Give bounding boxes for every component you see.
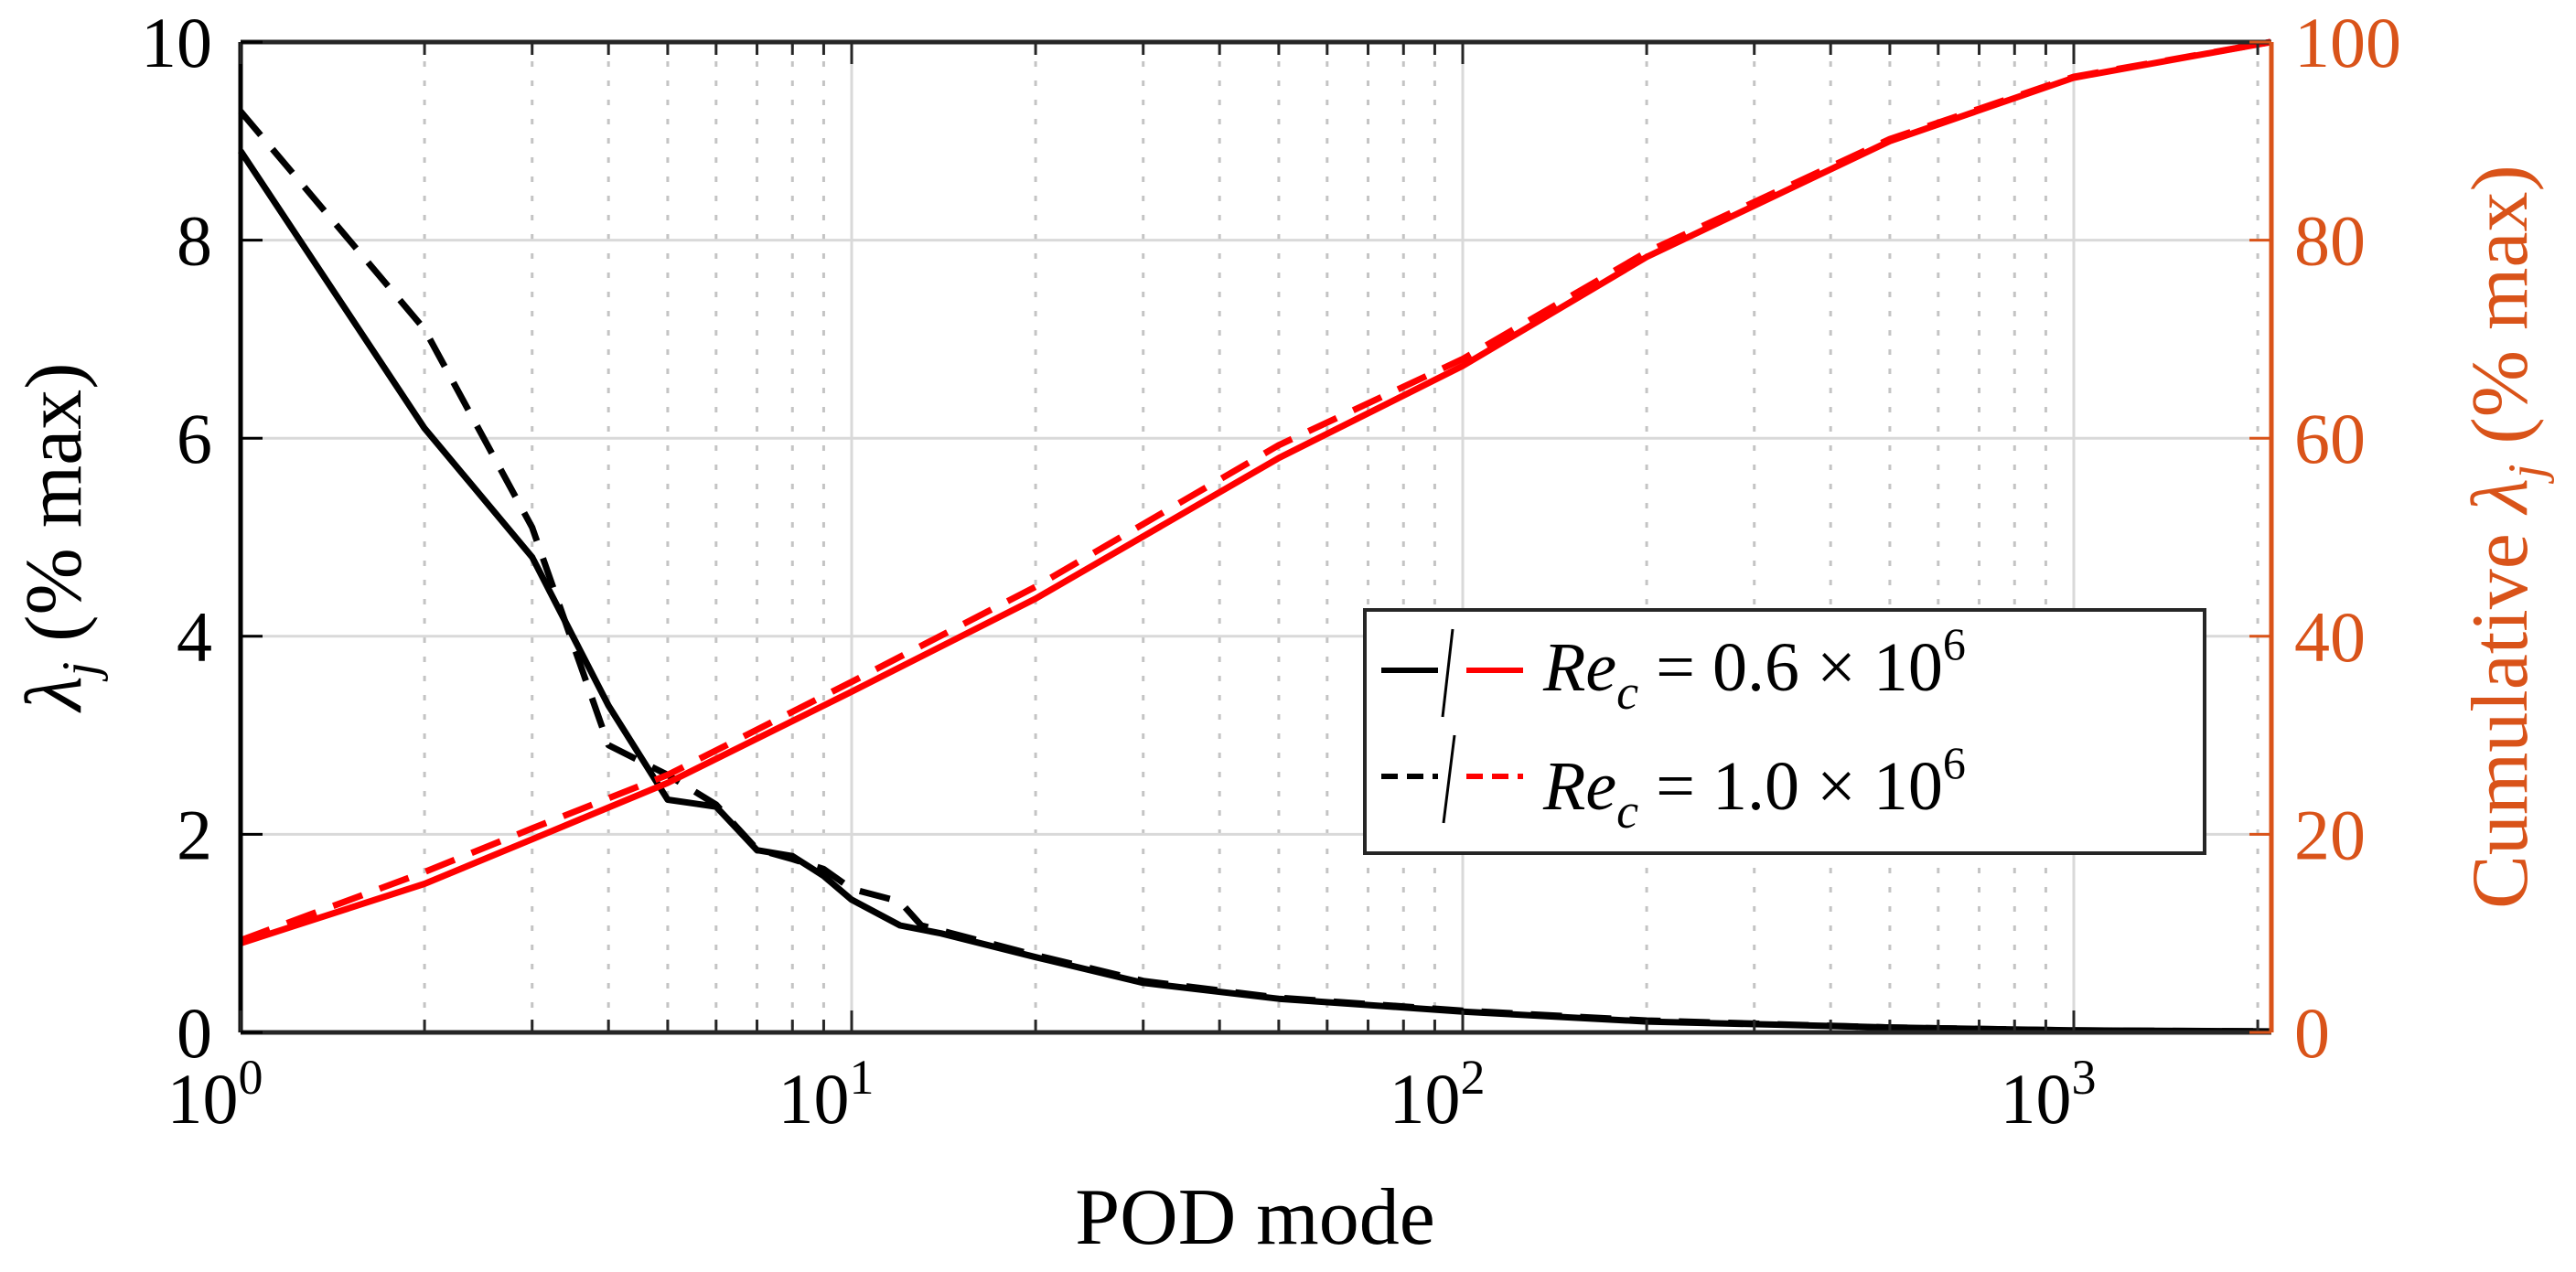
y2-tick-label: 100 (2294, 3, 2401, 82)
x-tick-label: 101 (778, 1050, 875, 1138)
y-tick-label: 6 (177, 399, 212, 478)
axes-frame (238, 39, 2274, 1035)
y2-axis-label: Cumulative λj (% max) (2456, 165, 2555, 909)
x-tick-label: 102 (1390, 1050, 1486, 1138)
x-tick-label: 100 (167, 1050, 263, 1138)
y-tick-label: 4 (177, 597, 212, 677)
y2-tick-label: 0 (2294, 993, 2330, 1073)
svg-text:Rec = 1.0 × 106: Rec = 1.0 × 106 (1542, 737, 1966, 839)
y2-tick-label: 20 (2294, 795, 2366, 874)
legend: Rec = 0.6 × 106 Rec = 1.0 × 106 (1363, 608, 2206, 855)
y2-tick-label: 80 (2294, 201, 2366, 281)
y-tick-label: 0 (177, 993, 212, 1073)
major-gridlines (241, 42, 2271, 1032)
svg-text:Rec = 0.6 × 106: Rec = 0.6 × 106 (1542, 618, 1966, 720)
legend-slash (1441, 628, 1454, 718)
y2-tick-label: 60 (2294, 399, 2366, 478)
cumulative-series-line (239, 38, 2271, 944)
legend-slash (1442, 734, 1456, 824)
cumulative-series-line (239, 38, 2271, 946)
y-axis-label: λj (% max) (10, 362, 109, 713)
y-tick-label: 8 (177, 201, 212, 281)
data-series (238, 38, 2271, 1035)
y-tick-label: 10 (141, 3, 212, 82)
svg-text:Cumulative λj (% max): Cumulative λj (% max) (2456, 165, 2555, 909)
axis-ticks (239, 40, 2271, 1034)
eigenvalue-series-line (238, 109, 2271, 1035)
eigenvalue-series-line (238, 149, 2271, 1035)
minor-gridlines (423, 42, 2259, 1032)
legend-entry-re-0-6: Rec = 0.6 × 106 (1381, 618, 1966, 720)
legend-box (1363, 608, 2206, 855)
y-tick-label: 2 (177, 795, 212, 874)
legend-entry-re-1-0: Rec = 1.0 × 106 (1381, 734, 1966, 839)
x-tick-label: 103 (2001, 1050, 2097, 1138)
y2-tick-label: 40 (2294, 597, 2366, 677)
svg-text:λj (% max): λj (% max) (10, 362, 109, 713)
x-axis-label: POD mode (1075, 1173, 1435, 1262)
